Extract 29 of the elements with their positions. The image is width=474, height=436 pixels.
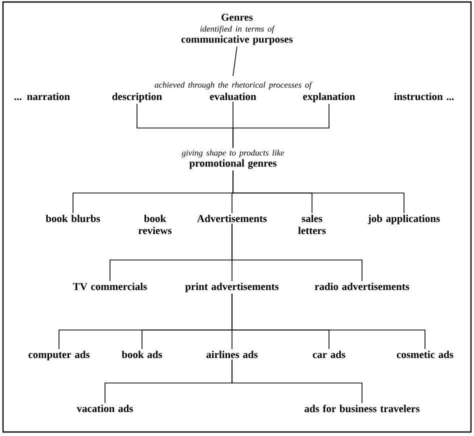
category-label: ads for business travelers xyxy=(304,404,420,412)
category-label: book ads xyxy=(122,350,162,358)
tree-line xyxy=(232,170,404,214)
tree-line xyxy=(232,46,238,76)
category-label: sales letters xyxy=(298,214,326,234)
category-label: radio advertisements xyxy=(314,282,410,290)
category-label: vacation ads xyxy=(76,404,133,412)
tree-line xyxy=(232,294,426,350)
category-label: giving shape to products like promotional genres xyxy=(182,150,284,169)
category-label: computer ads xyxy=(28,350,90,360)
category-label: print advertisements xyxy=(185,282,279,292)
connector-phrase: achieved through the rhetorical processes of xyxy=(154,82,312,90)
category-label: instruction ... xyxy=(394,92,454,100)
tree-line xyxy=(232,104,330,148)
category-label: book reviews xyxy=(138,214,172,234)
category-label: TV commercials xyxy=(73,282,147,290)
category-label: job applications xyxy=(368,214,440,224)
category-label: airlines ads xyxy=(206,350,258,358)
category-label: book blurbs xyxy=(46,214,100,222)
category-label: ... narration xyxy=(14,92,70,100)
category-label: Advertisements xyxy=(197,214,267,222)
category-label: car ads xyxy=(312,350,346,358)
category-label: evaluation xyxy=(210,92,256,100)
category-label: description xyxy=(112,92,162,102)
tree-line xyxy=(232,359,362,404)
category-label: Genres identified in terms of communicative purposes xyxy=(181,14,293,45)
tree-line xyxy=(232,223,362,282)
category-label: explanation xyxy=(303,92,356,102)
category-label: cosmetic ads xyxy=(396,350,454,358)
